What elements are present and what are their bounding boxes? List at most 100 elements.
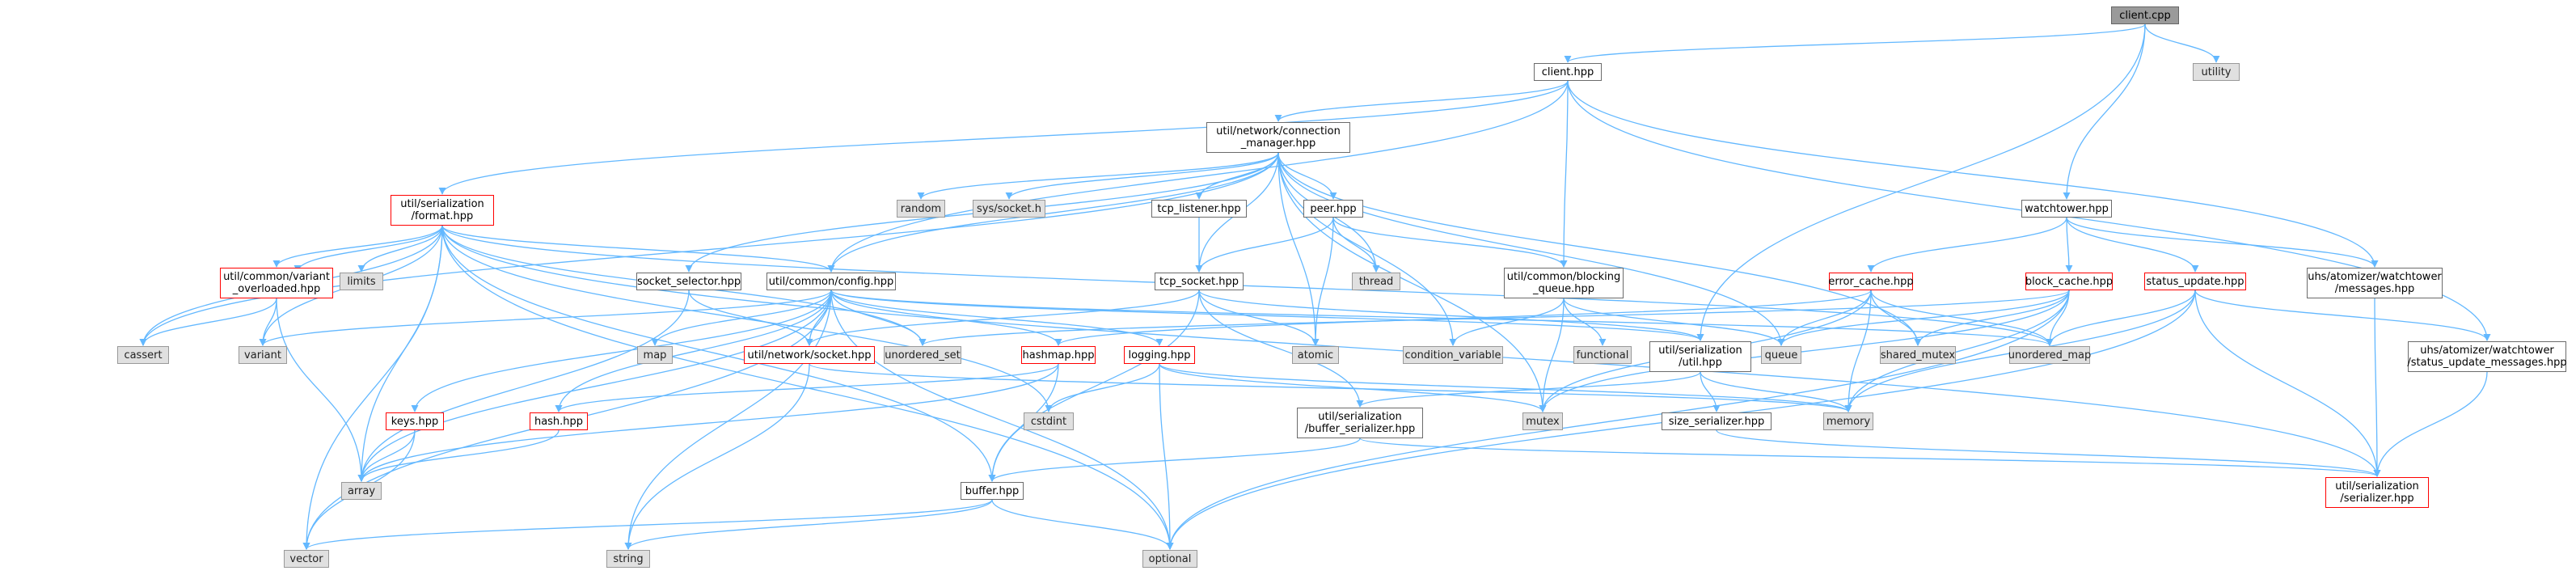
node-variant-overloaded[interactable]: util/common/variant _overloaded.hpp (220, 268, 333, 298)
node-random[interactable]: random (897, 200, 945, 218)
node-sys-socket[interactable]: sys/socket.h (973, 200, 1045, 218)
node-connection-manager[interactable]: util/network/connection _manager.hpp (1206, 122, 1350, 153)
node-functional[interactable]: functional (1573, 346, 1632, 364)
edge-variant_overloaded-to-array (276, 298, 365, 482)
node-serializer[interactable]: util/serialization /serializer.hpp (2325, 477, 2429, 508)
edge-tcp_socket-to-atomic (1198, 290, 1320, 346)
edge-block_cache-to-mutex (1539, 290, 2070, 412)
edge-format-to-config (441, 225, 835, 273)
node-buffer-serializer[interactable]: util/serialization /buffer_serializer.hp… (1297, 408, 1423, 438)
edge-buffer_serializer-to-buffer (988, 438, 1361, 482)
node-util-hpp[interactable]: util/serialization /util.hpp (1649, 341, 1751, 372)
node-cassert[interactable]: cassert (117, 346, 169, 364)
node-keys[interactable]: keys.hpp (386, 412, 444, 430)
node-watchtower[interactable]: watchtower.hpp (2021, 200, 2112, 218)
node-block-cache[interactable]: block_cache.hpp (2025, 273, 2113, 290)
node-tcp-socket[interactable]: tcp_socket.hpp (1155, 273, 1244, 290)
edge-connection_manager-to-random (917, 152, 1279, 200)
edge-error_cache-to-hashmap (1054, 290, 1872, 346)
node-hashmap[interactable]: hashmap.hpp (1021, 346, 1096, 364)
node-messages[interactable]: uhs/atomizer/watchtower /messages.hpp (2307, 268, 2443, 298)
node-unordered-set[interactable]: unordered_set (884, 346, 961, 364)
edge-config-to-array (357, 290, 832, 482)
edge-connection_manager-to-condition_variable (1277, 152, 1457, 346)
node-net-socket[interactable]: util/network/socket.hpp (744, 346, 875, 364)
node-optional[interactable]: optional (1142, 550, 1197, 568)
node-peer[interactable]: peer.hpp (1303, 200, 1363, 218)
node-config[interactable]: util/common/config.hpp (766, 273, 896, 290)
node-blocking-queue[interactable]: util/common/blocking _queue.hpp (1504, 268, 1624, 298)
node-shared-mutex[interactable]: shared_mutex (1880, 346, 1956, 364)
node-vector[interactable]: vector (284, 550, 329, 568)
edge-messages-to-serializer (2373, 298, 2381, 477)
edge-config-to-unordered_map (830, 290, 2054, 346)
edge-hash-to-array (357, 429, 560, 482)
edge-block_cache-to-unordered_set (918, 290, 2070, 346)
edge-peer-to-tcp_socket (1195, 217, 1334, 273)
node-client-hpp[interactable]: client.hpp (1534, 63, 1602, 81)
node-tcp-listener[interactable]: tcp_listener.hpp (1151, 200, 1247, 218)
edge-connection_manager-to-atomic (1277, 152, 1320, 346)
node-condition-variable[interactable]: condition_variable (1403, 346, 1503, 364)
edge-format-to-limits (357, 225, 443, 273)
edge-client_cpp-to-util_hpp (1696, 23, 2146, 341)
edge-net_socket-to-memory (809, 363, 1852, 412)
edge-watchtower-to-messages (2066, 217, 2379, 268)
edge-tcp_socket-to-util_hpp (1198, 290, 1704, 341)
edge-socket_selector-to-array (357, 290, 690, 482)
edge-config-to-keys (411, 290, 832, 412)
node-string[interactable]: string (606, 550, 650, 568)
edge-tcp_socket-to-buffer_serializer (1198, 290, 1364, 408)
node-hash[interactable]: hash.hpp (530, 412, 588, 430)
node-utility[interactable]: utility (2193, 63, 2240, 81)
edge-blocking_queue-to-queue (1563, 298, 1785, 346)
edge-config-to-unordered_set (830, 290, 927, 346)
node-variant[interactable]: variant (239, 346, 287, 364)
node-array[interactable]: array (341, 482, 382, 500)
node-map[interactable]: map (637, 346, 673, 364)
node-socket-selector[interactable]: socket_selector.hpp (636, 273, 741, 290)
node-client-cpp[interactable]: client.cpp (2111, 6, 2179, 24)
node-size-serializer[interactable]: size_serializer.hpp (1662, 412, 1772, 430)
edge-peer-to-thread (1332, 217, 1380, 273)
node-atomic[interactable]: atomic (1292, 346, 1339, 364)
edge-config-to-string (624, 290, 832, 550)
node-unordered-map[interactable]: unordered_map (2008, 346, 2091, 364)
node-status-update[interactable]: status_update.hpp (2144, 273, 2246, 290)
edge-logging-to-mutex (1159, 363, 1547, 412)
edge-client_hpp-to-blocking_queue (1560, 80, 1569, 268)
edges-layer (139, 23, 2491, 550)
node-status-update-messages[interactable]: uhs/atomizer/watchtower /status_update_m… (2407, 341, 2567, 372)
edge-connection_manager-to-mutex (1277, 152, 1547, 412)
node-thread[interactable]: thread (1352, 273, 1400, 290)
edge-status_update-to-unordered_map (2046, 290, 2196, 346)
edge-logging-to-optional (1159, 363, 1174, 550)
edge-peer-to-blocking_queue (1332, 217, 1568, 268)
edge-status_update_messages-to-serializer (2373, 371, 2488, 477)
edge-format-to-buffer (441, 225, 996, 482)
node-logging[interactable]: logging.hpp (1124, 346, 1195, 364)
node-error-cache[interactable]: error_cache.hpp (1828, 273, 1914, 290)
edge-blocking_queue-to-mutex (1539, 298, 1565, 412)
edge-error_cache-to-unordered_map (1870, 290, 2054, 346)
edge-connection_manager-to-queue (1277, 152, 1785, 346)
edge-logging-to-cstdint (1045, 363, 1160, 412)
edge-format-to-vector (302, 225, 443, 550)
node-mutex[interactable]: mutex (1522, 412, 1563, 430)
edge-watchtower-to-status_update (2066, 217, 2199, 273)
edge-client_cpp-to-client_hpp (1564, 23, 2146, 63)
edge-error_cache-to-queue (1777, 290, 1872, 346)
node-memory[interactable]: memory (1823, 412, 1873, 430)
node-format[interactable]: util/serialization /format.hpp (391, 195, 494, 226)
node-limits[interactable]: limits (340, 273, 383, 290)
edge-format-to-unordered_map (441, 225, 2054, 346)
edge-config-to-hashmap (830, 290, 1062, 346)
node-cstdint[interactable]: cstdint (1024, 412, 1074, 430)
node-queue[interactable]: queue (1761, 346, 1801, 364)
edge-client_hpp-to-messages (1567, 80, 2379, 268)
edge-connection_manager-to-cassert (139, 152, 1279, 346)
edge-peer-to-atomic (1311, 217, 1334, 346)
edge-keys-to-array (357, 429, 416, 482)
node-buffer[interactable]: buffer.hpp (961, 482, 1024, 500)
edge-buffer_serializer-to-serializer (1359, 438, 2381, 477)
